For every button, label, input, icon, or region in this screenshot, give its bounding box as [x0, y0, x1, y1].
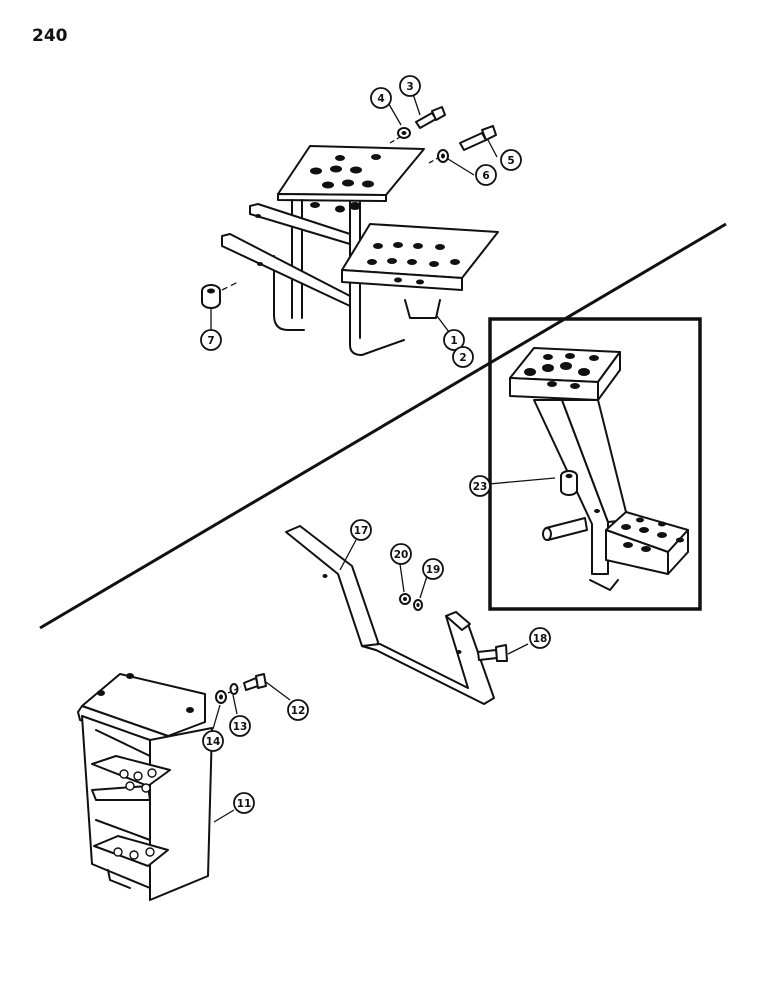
- callout-1: 1: [443, 329, 465, 351]
- box-hardware: [215, 673, 267, 704]
- callout-14-label: 14: [206, 736, 221, 748]
- callout-11-label: 11: [237, 798, 252, 810]
- callout-7-label: 7: [207, 335, 214, 347]
- callout-20-label: 20: [394, 549, 409, 561]
- callout-19-label: 19: [426, 564, 441, 576]
- bracket-part-17: [285, 525, 495, 705]
- inset-frame: [488, 317, 702, 611]
- callout-23-label: 23: [473, 481, 488, 493]
- callout-7: 7: [200, 329, 222, 351]
- callout-4: 4: [370, 87, 392, 109]
- step-box-part-11: [77, 673, 213, 901]
- callout-12-label: 12: [291, 705, 306, 717]
- bracket-hardware: [399, 593, 529, 662]
- callout-6-label: 6: [482, 170, 489, 182]
- callout-11: 11: [233, 792, 255, 814]
- callout-23: 23: [469, 475, 491, 497]
- callout-17-label: 17: [354, 525, 369, 537]
- callout-18-label: 18: [533, 633, 548, 645]
- callout-3: 3: [399, 75, 421, 97]
- page-number: 240: [32, 26, 68, 46]
- callout-19: 19: [422, 558, 444, 580]
- callout-18: 18: [529, 627, 551, 649]
- double-step-assembly: [221, 145, 499, 356]
- callout-13: 13: [229, 715, 251, 737]
- callout-5-label: 5: [507, 155, 514, 167]
- callout-6: 6: [475, 164, 497, 186]
- callout-5: 5: [500, 149, 522, 171]
- callout-1-label: 1: [450, 335, 457, 347]
- callout-13-label: 13: [233, 721, 248, 733]
- top-hardware: [389, 106, 497, 164]
- callout-20: 20: [390, 543, 412, 565]
- spacer-part-7: [201, 281, 239, 309]
- callout-2: 2: [452, 346, 474, 368]
- callout-2-label: 2: [459, 352, 466, 364]
- callout-3-label: 3: [406, 81, 413, 93]
- callout-4-label: 4: [377, 93, 384, 105]
- callout-17: 17: [350, 519, 372, 541]
- callout-12: 12: [287, 699, 309, 721]
- single-step-part-23: [509, 347, 689, 591]
- section-divider: [39, 222, 727, 630]
- callout-14: 14: [202, 730, 224, 752]
